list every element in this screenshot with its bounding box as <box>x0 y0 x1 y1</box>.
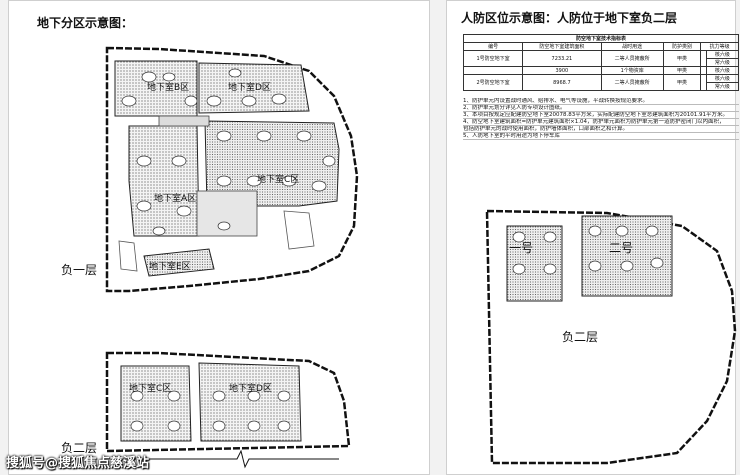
zone-c-lower-label: 地下室C区 <box>129 384 172 394</box>
table-notes: 1、防护单元内设置战时通风、给排水、电气等设施，平战转换按规范要求。 2、防护单… <box>463 98 739 140</box>
basement-zoning-drawing <box>105 46 359 469</box>
table-row: 常六级 <box>464 82 740 91</box>
ramp-outline <box>283 210 315 250</box>
civil-level-label: 负二层 <box>562 330 599 344</box>
zone-b-label: 地下室B区 <box>147 83 190 93</box>
unit-one-label: 一号 <box>509 241 534 255</box>
table-header-row: 编号 防空地下室建筑面积 战时用途 防护类别 抗力等级 <box>462 42 739 51</box>
level-b2-label: 负二层 <box>61 441 98 455</box>
left-panel: 地下分区示意图： <box>8 0 430 475</box>
note-line: 1、防护单元内设置战时通风、给排水、电气等设施，平战转换按规范要求。 <box>463 98 739 105</box>
zone-a-block <box>128 125 200 237</box>
table-cell: 2号防空地下室 <box>462 74 524 91</box>
note-line: 4、防空地下室建筑面积=防护单元建筑面积×1.04，防护单元面积为防护单元第一道… <box>463 119 739 126</box>
zone-c-label: 地下室C区 <box>257 175 300 185</box>
civil-defense-spec-table: 防空地下室技术指标表 编号 防空地下室建筑面积 战时用途 防护类别 抗力等级 1… <box>462 34 740 91</box>
tower-cores-civil <box>512 225 664 275</box>
unit-two-label: 二号 <box>609 241 634 255</box>
zone-d-lower-block <box>198 362 302 442</box>
civil-defense-location-drawing <box>485 209 737 465</box>
right-panel-title: 人防区位示意图：人防位于地下室负二层 <box>461 11 678 25</box>
note-line: 5、人防地下室的平时用途为地下停车库 <box>463 133 739 140</box>
table-cell: 常六级 <box>705 82 740 91</box>
zone-connector <box>158 115 210 127</box>
table-cell <box>700 74 707 91</box>
zone-c-lower-block <box>120 365 192 442</box>
table-cell: 8968.7 <box>522 74 602 91</box>
table-row: 2号防空地下室 8968.7 二等人员掩蔽所 甲类 核六级 <box>462 74 740 91</box>
table-cell: 二等人员掩蔽所 <box>600 74 664 91</box>
zone-a-label: 地下室A区 <box>154 194 197 204</box>
level-b1-label: 负一层 <box>61 263 98 277</box>
left-panel-title: 地下分区示意图： <box>37 16 134 30</box>
zone-d-lower-label: 地下室D区 <box>229 384 272 394</box>
break-line <box>129 449 339 469</box>
note-line: 包括防护单元的战时使用面积，防护墙体面积，口部面积之和计算。 <box>463 126 739 133</box>
note-line: 3、本项目按规定应配建防空地下室20078.83平方米，实际配建防空地下室总建筑… <box>463 112 739 119</box>
tower-cores <box>121 68 336 236</box>
right-panel: 人防区位示意图：人防位于地下室负二层 防空地下室技术指标表 编号 防空地下室建筑… <box>446 0 740 475</box>
zone-e-block <box>143 248 215 277</box>
tower-cores-lower <box>130 390 291 432</box>
zone-e-label: 地下室E区 <box>149 262 191 272</box>
zone-d-label: 地下室D区 <box>228 83 271 93</box>
zone-b-block <box>114 60 198 117</box>
watermark: 搜狐号@搜狐焦点慈溪站 <box>6 456 150 471</box>
note-line: 2、防护单元划分详见人防专项设计图纸。 <box>463 105 739 112</box>
ramp-outline <box>118 240 138 272</box>
